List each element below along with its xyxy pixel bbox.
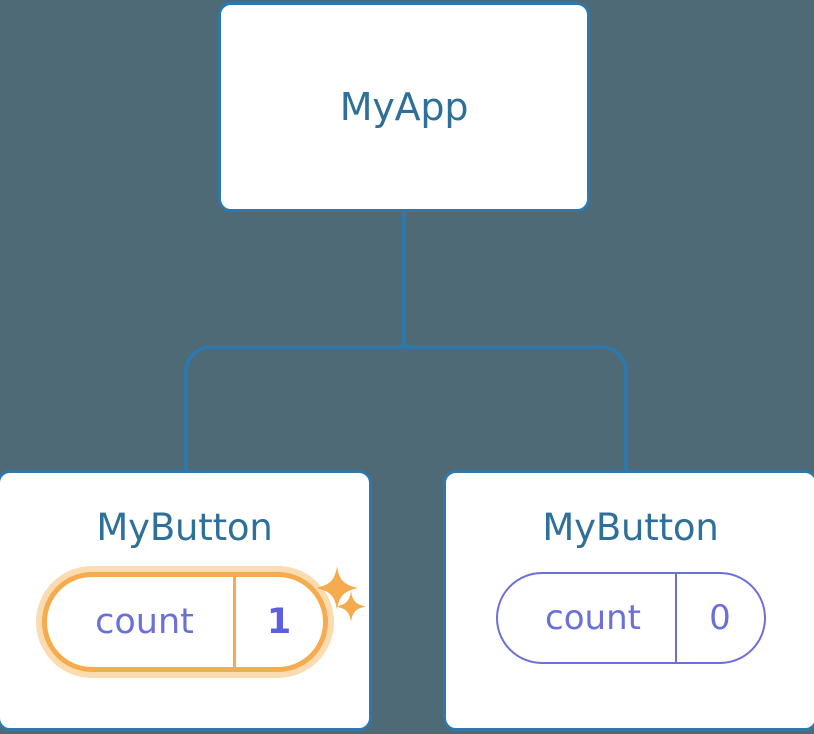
component-title: MyButton [542, 506, 719, 549]
state-pill-wrapper: count 0 [495, 572, 766, 664]
state-pill-wrapper: count 1 [41, 572, 328, 672]
state-value: 0 [674, 574, 764, 662]
component-node-myapp[interactable]: MyApp [218, 2, 590, 212]
state-key: count [95, 602, 194, 642]
component-title: MyButton [96, 506, 273, 549]
state-value: 1 [232, 577, 323, 667]
state-pill-highlighted[interactable]: count 1 [41, 572, 328, 672]
state-pill[interactable]: count 0 [495, 572, 766, 664]
state-key: count [545, 598, 641, 638]
edge-root-to-children [184, 211, 628, 470]
component-title: MyApp [339, 85, 469, 129]
component-node-mybutton-left[interactable]: MyButton count 1 [0, 470, 372, 731]
component-node-mybutton-right[interactable]: MyButton count 0 [443, 470, 814, 731]
